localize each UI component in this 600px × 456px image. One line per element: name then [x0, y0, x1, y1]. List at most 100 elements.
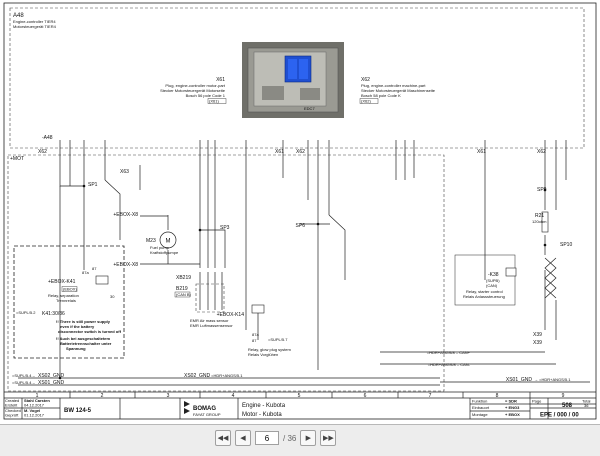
mount-label: Montage: [472, 412, 488, 417]
last-page-button[interactable]: ▶▶: [320, 430, 337, 446]
can-h-ref: =HDR+ANGS/8 – CAN+: [427, 350, 471, 355]
bomag-logo: BOMAG FAYAT GROUP: [184, 401, 221, 417]
title-de: Motor - Kubota: [242, 412, 282, 418]
total-label: Total: [582, 399, 591, 404]
page-label: Page: [532, 399, 542, 404]
xs01-gnd-right: XS01_GND: [506, 377, 533, 383]
xs02-gnd: XS02_GND: [38, 373, 65, 379]
x62-label: X62 Plug, engine-controller machine-part…: [359, 77, 436, 104]
note-de-1: !! Auch bei ausgeschaltetem: [56, 336, 111, 341]
column-ruler: 1 2 3 4 5 6 7 8 9: [4, 391, 596, 399]
page-number-input[interactable]: [255, 431, 279, 445]
x62-bosch: Bosch 58 pole Code K: [361, 93, 401, 98]
first-page-button[interactable]: ◀◀: [215, 430, 231, 446]
pin-x61-right: X61: [477, 149, 486, 155]
fuel-pump-en: Fuel pump: [150, 245, 170, 250]
fuel-pump-motor: M M23 Fuel pump Kraftstoffpumpe: [146, 231, 179, 255]
page-total: / 36: [283, 433, 297, 443]
page-number: 508: [562, 403, 573, 409]
x62-en: Plug, engine-controller machine-part: [361, 83, 426, 88]
col-5: 5: [298, 393, 301, 399]
checked-name: M. Vogel: [24, 408, 40, 413]
col-9: 9: [562, 393, 565, 399]
emr-de: EMR Luftmassensensor: [190, 323, 233, 328]
note-en-3: disconnector switch is turned off: [58, 329, 122, 334]
glow-plug-relay: +EBOX-K14 87a 87 =SUPL/5.7 Relay, glow p…: [217, 304, 292, 357]
k41-87: 87: [92, 266, 97, 271]
brand-name: BOMAG: [193, 406, 216, 412]
x61-code: X61: [216, 77, 225, 83]
can-l-ref: =HDR+ANGS/8 – CAN-: [428, 362, 471, 367]
x62-de: Stecker Motorsteuergerät Maschinenseite: [361, 88, 436, 93]
sp3-label: SP3: [220, 225, 230, 231]
prev-page-button[interactable]: ◀: [235, 430, 251, 446]
k38-can: (CAN): [486, 283, 498, 288]
a48-frame: [9, 7, 585, 149]
sp9-label: SP9: [537, 187, 547, 193]
mot-label: +MOT: [10, 156, 24, 162]
col-4: 4: [232, 393, 235, 399]
xs02-gnd-mid: XS02_GND: [184, 373, 211, 379]
note-de-3: Spannung: [66, 346, 86, 351]
k41-box: (EBOX): [63, 287, 77, 292]
relay-glow-de: Relais Vorglühen: [248, 352, 278, 357]
gnd-ref-right: → =HDR+ANGS/5.1: [534, 377, 571, 382]
k38-label: -K38: [488, 272, 499, 278]
function-val: = SDR: [505, 399, 517, 404]
col-2: 2: [101, 393, 104, 399]
x61-label: X61 Plug, engine-controller motor-part S…: [160, 77, 227, 104]
function-label: Funktion: [472, 399, 487, 404]
gnd-ref-left-2: =SUPL/5.4 –: [12, 380, 36, 385]
pin-x62-left: X62: [38, 149, 47, 155]
sp6-label: SP6: [296, 223, 306, 229]
gnd-ref-mid: → =HDR+ANGS/5.1: [206, 373, 243, 378]
ebox-x8-top: +EBOX-X8: [113, 212, 138, 218]
next-page-button[interactable]: ▶: [300, 430, 317, 446]
title-en: Engine - Kubota: [242, 403, 286, 409]
air-mass-sensor: B219 (CAN B) EMR Air mass sensor EMR Luf…: [174, 272, 233, 328]
terminating-resistor: R21 120ohm: [532, 211, 549, 233]
checked-label: Checked: [5, 408, 21, 413]
starter-relay: -K38 (SUPB) (CAN) Relay, starter control…: [454, 254, 517, 306]
x62-ref: (X62): [361, 99, 371, 104]
sp10-label: SP10: [560, 242, 572, 248]
note-en-1: !! There is still power supply: [56, 319, 111, 324]
col-8: 8: [496, 393, 499, 399]
relay-sep-de: Trennrelais: [56, 298, 76, 303]
x61-bosch: Bosch 56 pole Code 1: [186, 93, 226, 98]
mot-frame: [7, 154, 445, 392]
k41-30: 30: [110, 294, 115, 299]
col-1: 1: [36, 393, 39, 399]
schematic-sheet: .ln { stroke:#222; stroke-width:0.7; fil…: [0, 0, 600, 424]
k14-87a: 87a: [252, 332, 259, 337]
ebox-k41: +EBOX-K41: [48, 279, 76, 285]
x39-b: X39: [533, 340, 542, 346]
machine-model: BW 124-5: [64, 408, 92, 414]
checked-de: Geprüft: [5, 413, 19, 418]
sheet-border: [3, 2, 597, 420]
wiring: [18, 150, 590, 386]
separation-relay-box: +EBOX-K41 87a 87 30 (EBOX) Relay, separa…: [13, 245, 125, 359]
relay-starter-de: Relais Anlasssteuerung: [463, 294, 505, 299]
title-block: Created Erstellt Stahl Carsten 04.12.201…: [4, 397, 596, 419]
col-3: 3: [167, 393, 170, 399]
location-label: Einbauort: [472, 405, 490, 410]
k14-87: 87: [252, 338, 257, 343]
pin-a48: -A48: [42, 135, 53, 141]
fuel-pump-de: Kraftstoffpumpe: [150, 250, 179, 255]
total-number: 36: [584, 403, 589, 408]
col-6: 6: [364, 393, 367, 399]
supl-ref-k41: =SUPL/5.2: [16, 310, 36, 315]
checked-date: 01.12.2017: [24, 413, 45, 418]
x61-ref: (X61): [209, 99, 219, 104]
k38-box: (SUPB): [486, 278, 500, 283]
schematic-drawing: .ln { stroke:#222; stroke-width:0.7; fil…: [3, 2, 597, 420]
a48-label: A48: [13, 13, 24, 19]
m23-letter: M: [166, 239, 171, 245]
pin-x62-right: X62: [537, 149, 546, 155]
relay-sep-en: Relay, separation: [48, 293, 79, 298]
r21-value: 120ohm: [532, 219, 547, 224]
sp1-label: SP1: [88, 182, 98, 188]
twisted-pair: [544, 257, 557, 299]
xb219-label: XB219: [176, 275, 191, 281]
